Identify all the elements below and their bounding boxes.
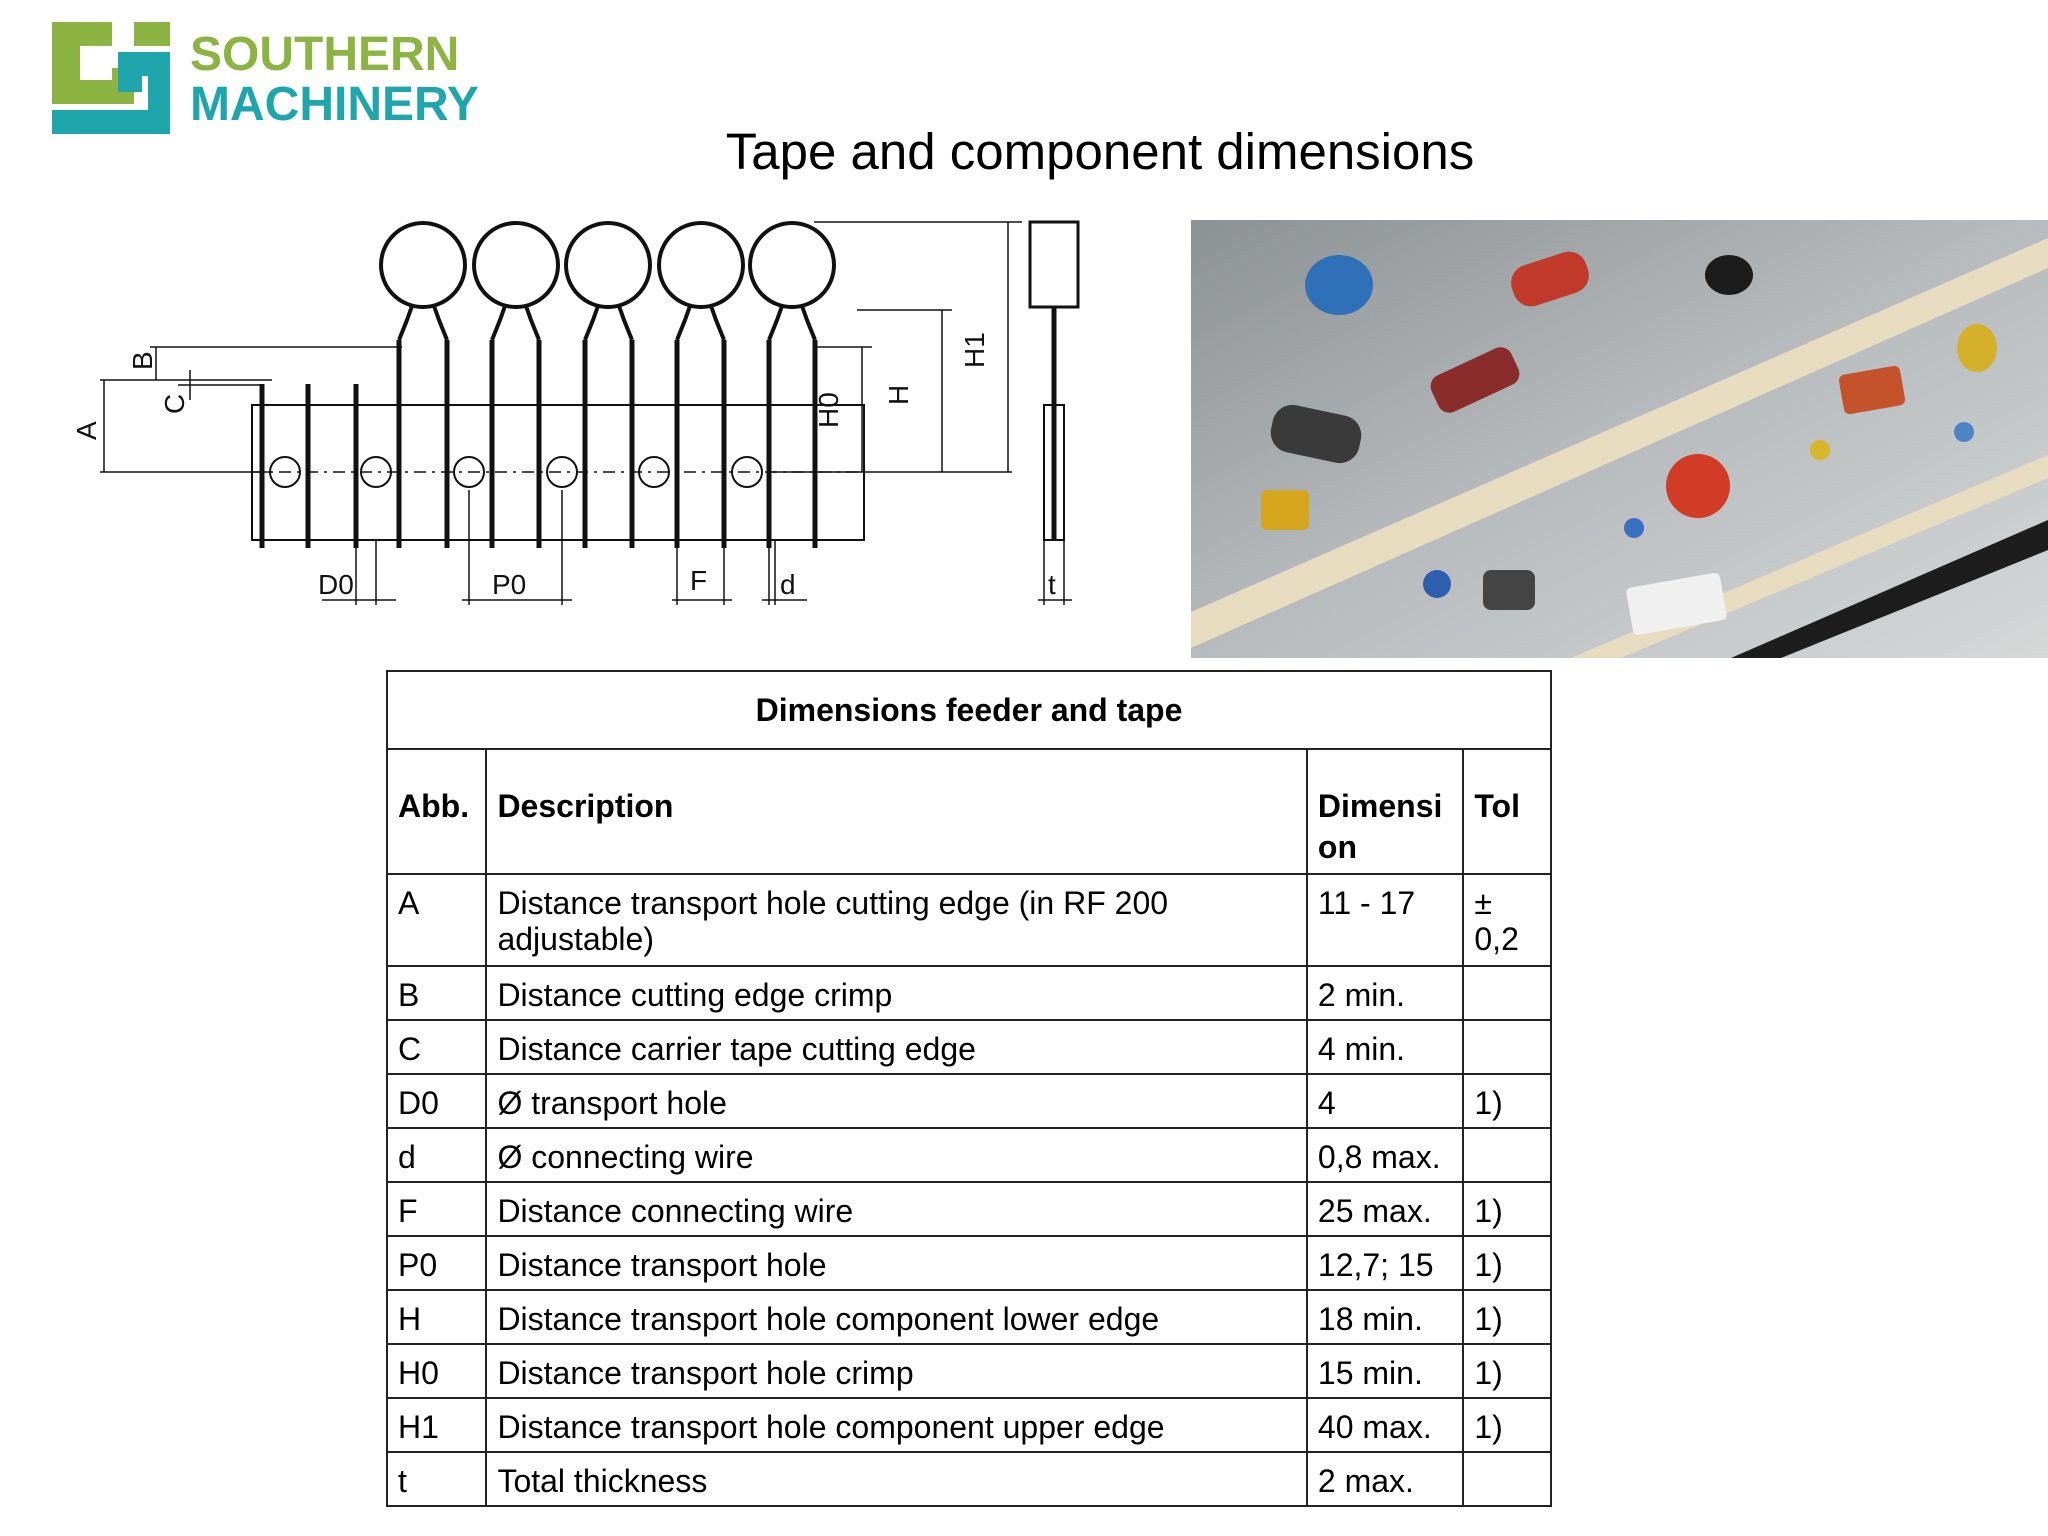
header-abb: Abb. bbox=[385, 748, 488, 875]
header-description: Description bbox=[485, 748, 1308, 875]
label-H0: H0 bbox=[813, 392, 844, 428]
header-tol: Tol bbox=[1462, 748, 1552, 875]
table-caption: Dimensions feeder and tape bbox=[386, 670, 1552, 750]
logo-text-line1: SOUTHERN bbox=[190, 28, 460, 81]
radial-components bbox=[379, 221, 836, 341]
logo-mark-icon bbox=[52, 22, 170, 134]
label-t: t bbox=[1048, 569, 1056, 600]
logo-text-line2: MACHINERY bbox=[190, 78, 479, 131]
label-A: A bbox=[72, 421, 102, 440]
dimensions-table: Dimensions feeder and tape Abb. Descript… bbox=[385, 670, 1552, 1507]
component-tape-photo bbox=[1191, 220, 2048, 658]
label-H: H bbox=[883, 385, 914, 405]
company-logo: SOUTHERN MACHINERY bbox=[52, 20, 479, 135]
table-row: A Distance transport hole cutting edge (… bbox=[385, 873, 1552, 967]
label-C: C bbox=[159, 394, 190, 414]
label-D0: D0 bbox=[318, 569, 354, 600]
page-title: Tape and component dimensions bbox=[725, 123, 1475, 180]
label-F: F bbox=[690, 565, 707, 596]
label-P0: P0 bbox=[492, 569, 526, 600]
tape-dimension-diagram: A B C H0 H H1 D0 P0 F d t bbox=[72, 220, 1080, 605]
label-d: d bbox=[780, 569, 796, 600]
label-H1: H1 bbox=[959, 332, 990, 368]
label-B: B bbox=[127, 351, 158, 370]
